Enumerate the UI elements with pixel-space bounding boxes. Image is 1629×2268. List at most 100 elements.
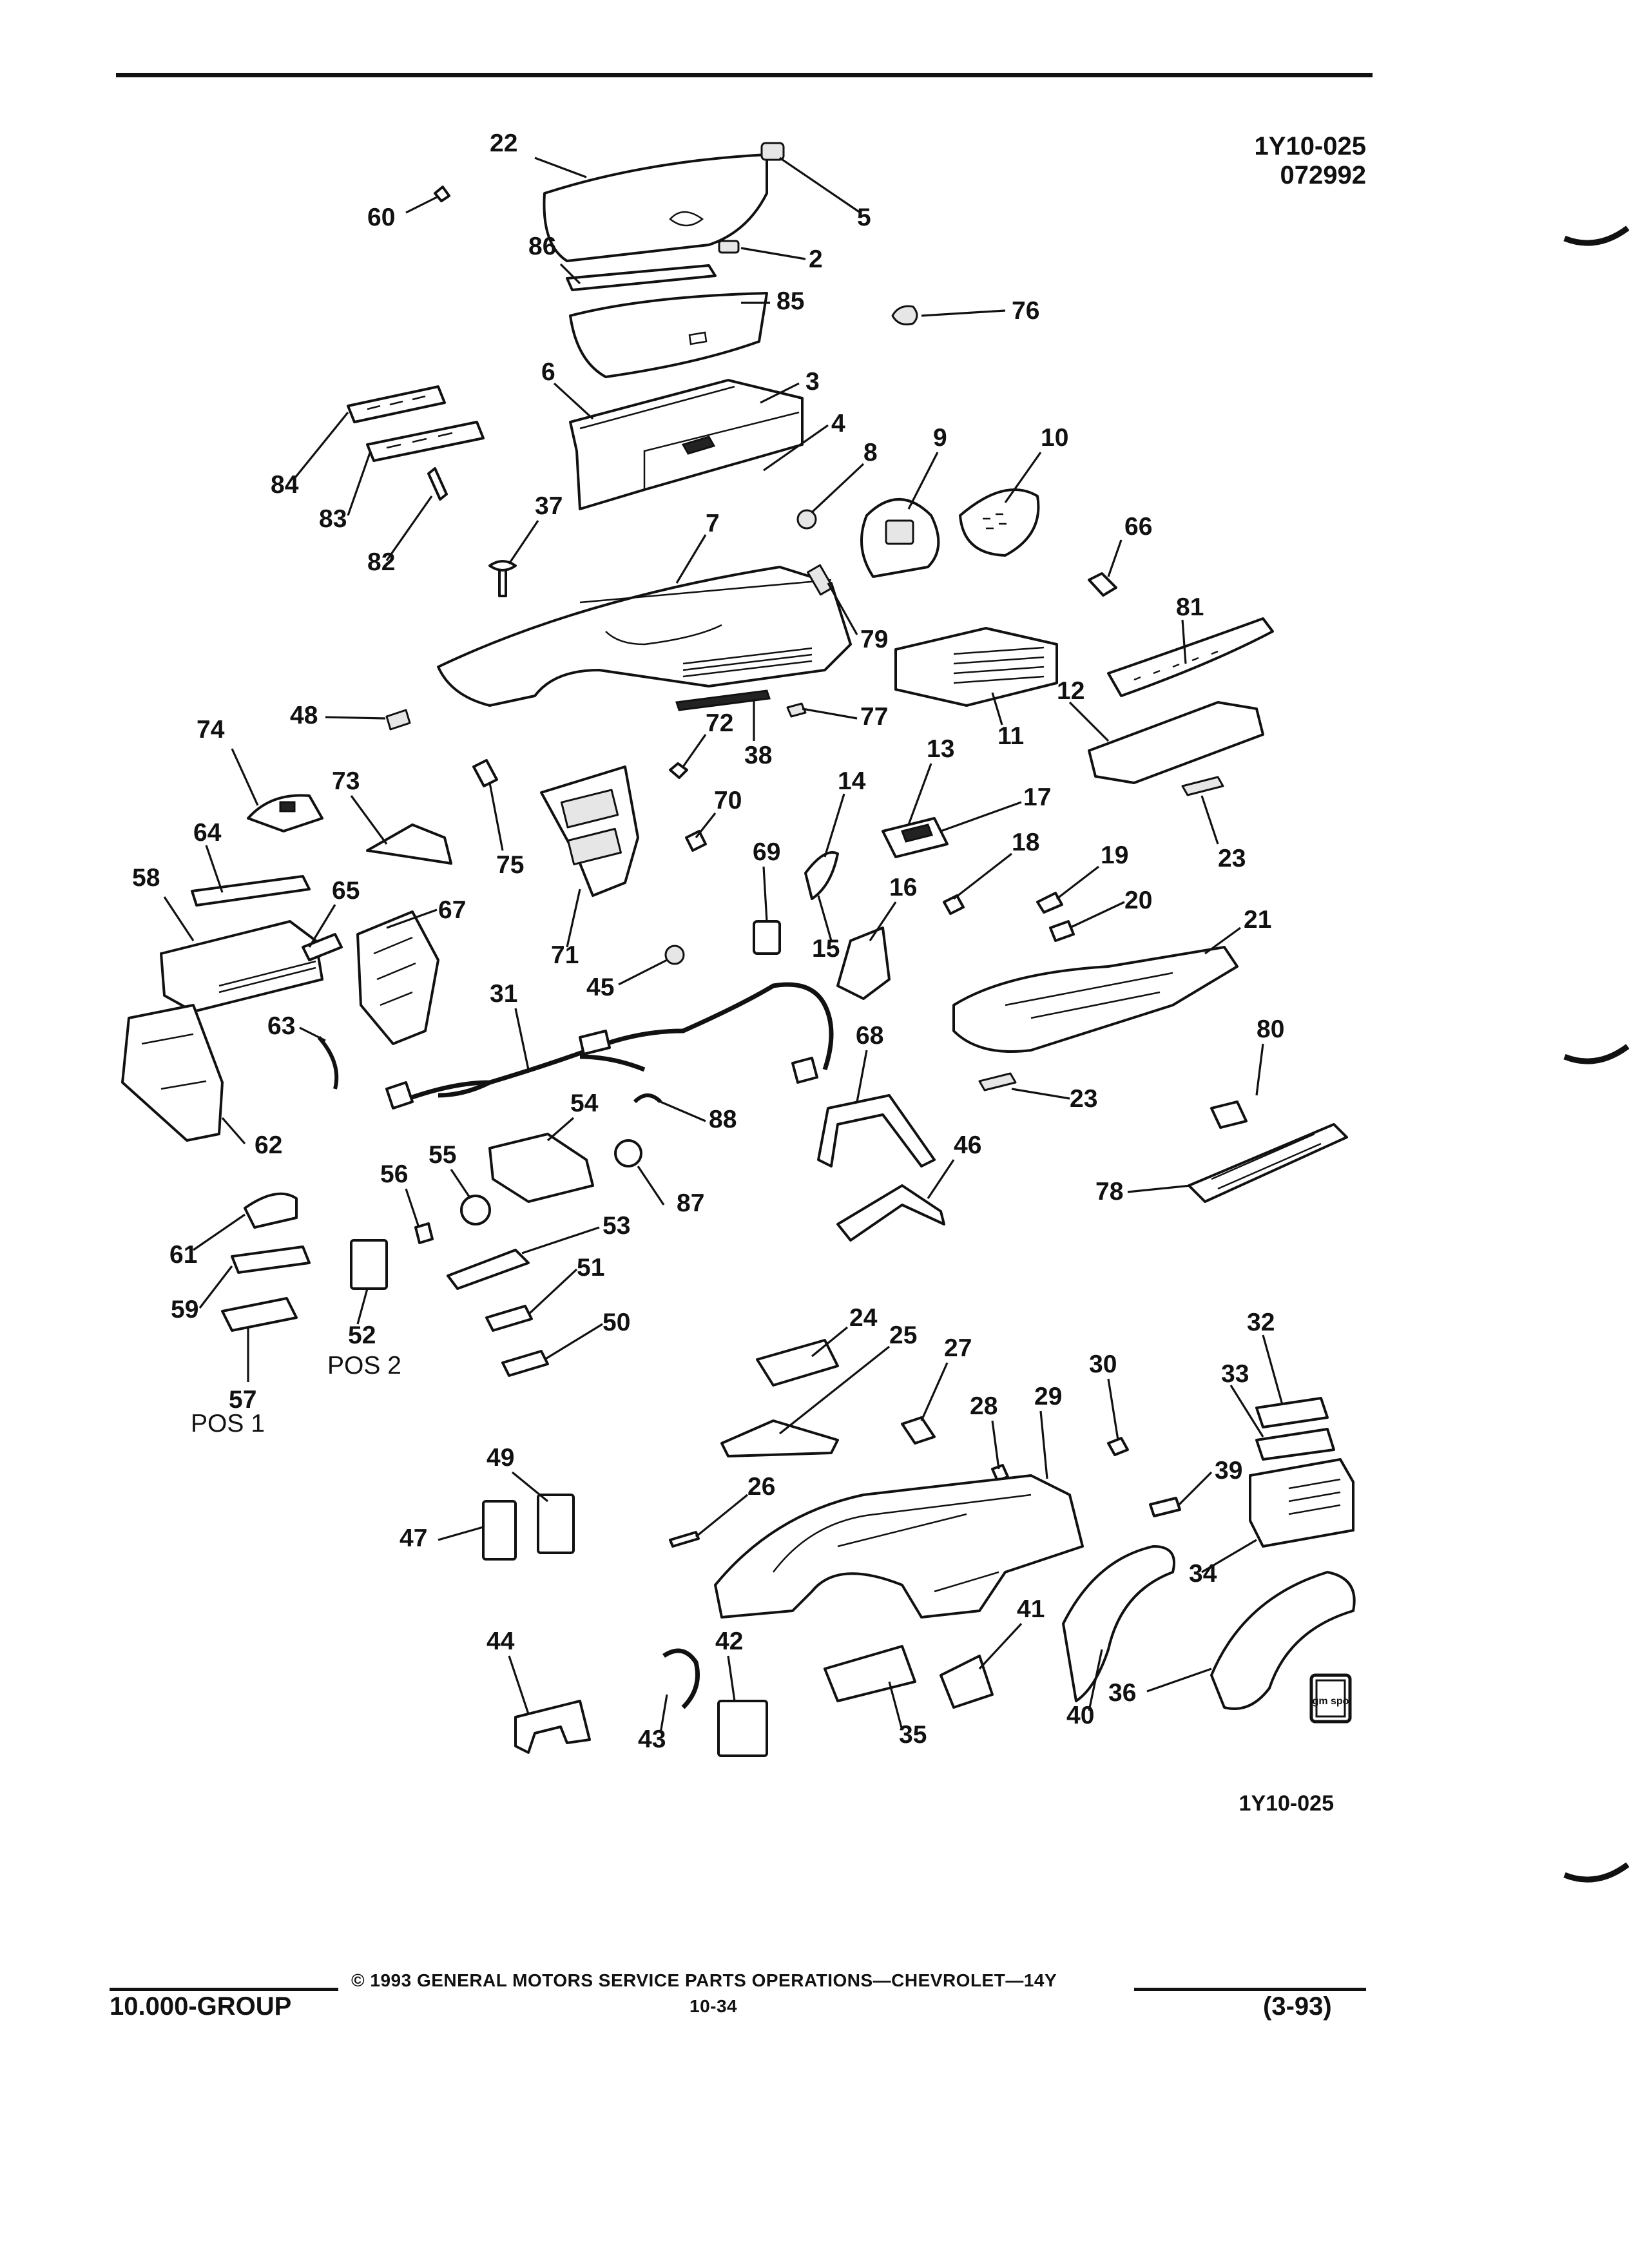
callout-leader-53 [521,1226,600,1254]
part-86-hinge [566,264,717,291]
callout-label-66: 66 [1124,513,1152,541]
callout-leader-17 [940,801,1022,832]
part-45-nut [664,945,685,965]
part-40-knee-bolster [1062,1545,1175,1702]
callout-leader-33 [1229,1385,1264,1437]
logo-text: gm spo [1313,1696,1349,1707]
callout-label-12: 12 [1057,677,1084,705]
callout-label-29: 29 [1034,1383,1062,1410]
callout-label-55: 55 [429,1141,456,1169]
callout-leader-66 [1107,539,1123,577]
callout-leader-49 [511,1471,549,1503]
callout-leader-23 [1011,1088,1070,1100]
part-68-brace [817,1094,936,1168]
binder-mark [1563,1862,1629,1883]
callout-leader-87 [637,1166,665,1206]
callout-leader-27 [920,1362,949,1421]
callout-leader-35 [888,1681,903,1731]
callout-label-41: 41 [1017,1595,1045,1623]
callout-leader-76 [921,309,1006,317]
part-16-bracket [836,927,891,1000]
callout-label-34: 34 [1189,1560,1217,1588]
callout-label-39: 39 [1215,1457,1242,1485]
callout-leader-70 [695,812,717,838]
bottom-ref-code: 1Y10-025 [1239,1791,1334,1816]
callout-label-78: 78 [1095,1178,1123,1206]
callout-leader-lines [163,157,1284,1734]
gm-spo-logo: gm spo [1309,1673,1352,1724]
callout-label-80: 80 [1257,1015,1284,1043]
callout-leader-29 [1039,1410,1048,1479]
part-21-console [952,946,1239,1053]
part-87-knob [614,1139,642,1168]
callout-leader-48 [325,716,386,720]
part-25-bracket [720,1419,839,1457]
ref-code: 1Y10-025 [1254,132,1366,160]
callout-label-10: 10 [1041,424,1068,452]
callout-label-56: 56 [380,1160,408,1188]
callout-leader-4 [763,424,829,472]
callout-label-76: 76 [1012,297,1039,325]
callout-leader-34 [1201,1539,1257,1573]
callout-label-49: 49 [487,1444,514,1472]
callout-leader-10 [1004,452,1042,503]
callout-label-77: 77 [860,703,888,731]
callout-label-61: 61 [169,1241,197,1269]
callout-leader-28 [991,1420,1000,1470]
callout-label-27: 27 [944,1334,972,1362]
callout-label-36: 36 [1108,1679,1136,1707]
callout-label-45: 45 [586,974,614,1001]
top-rule [116,73,1373,77]
part-48-plug [385,709,411,731]
part-74-switch [247,794,323,832]
part-65-bracket [302,933,343,961]
part-39-clip [1149,1497,1181,1517]
callout-leader-72 [682,734,707,767]
callout-leader-78 [1127,1184,1191,1193]
part-60-screw [434,186,450,202]
copyright-text: © 1993 GENERAL MOTORS SERVICE PARTS OPER… [351,1970,1057,1990]
callout-label-81: 81 [1176,593,1204,621]
callout-label-4: 4 [831,410,845,437]
callout-label-57: 57 [229,1386,256,1414]
callout-label-5: 5 [857,204,871,231]
callout-leader-6 [553,382,594,420]
callout-leader-22 [534,157,587,178]
part-36-bolster [1210,1571,1356,1710]
callout-leader-5 [779,157,861,214]
callout-leader-44 [508,1655,530,1715]
part-58-module [160,920,323,1013]
part-23-pad [1181,776,1224,796]
part-81-trim [1107,617,1274,697]
callout-leader-62 [221,1117,246,1145]
part-43-hose [662,1648,700,1709]
date-code: 072992 [1280,161,1366,189]
callout-label-31: 31 [490,980,517,1008]
callout-leader-42 [727,1655,736,1702]
callout-label-13: 13 [927,735,954,763]
part-22-glovebox-door [543,153,768,262]
callout-label-73: 73 [332,767,360,795]
callout-leader-69 [762,866,768,922]
callout-label-40: 40 [1066,1702,1094,1729]
part-80-clip [1210,1100,1248,1129]
part-63-hose [317,1036,339,1090]
callout-leader-71 [566,889,581,948]
callout-label-86: 86 [528,233,556,260]
part-35-pad [824,1645,916,1702]
callout-leader-13 [907,763,932,825]
callout-label-68: 68 [856,1022,883,1050]
part-55-knob [460,1195,491,1225]
callout-label-44: 44 [487,1628,515,1655]
part-26-bolt [669,1531,700,1548]
callout-label-54: 54 [570,1090,599,1117]
callout-leader-19 [1056,865,1099,900]
callout-label-35: 35 [899,1721,927,1749]
callout-label-32: 32 [1247,1309,1275,1336]
callout-leader-30 [1107,1378,1119,1441]
callout-label-11: 11 [998,722,1024,750]
callout-leader-36 [1146,1667,1212,1693]
part-53-bracket [447,1249,530,1290]
part-2-bumper [718,240,740,254]
callout-label-53: 53 [602,1212,630,1240]
